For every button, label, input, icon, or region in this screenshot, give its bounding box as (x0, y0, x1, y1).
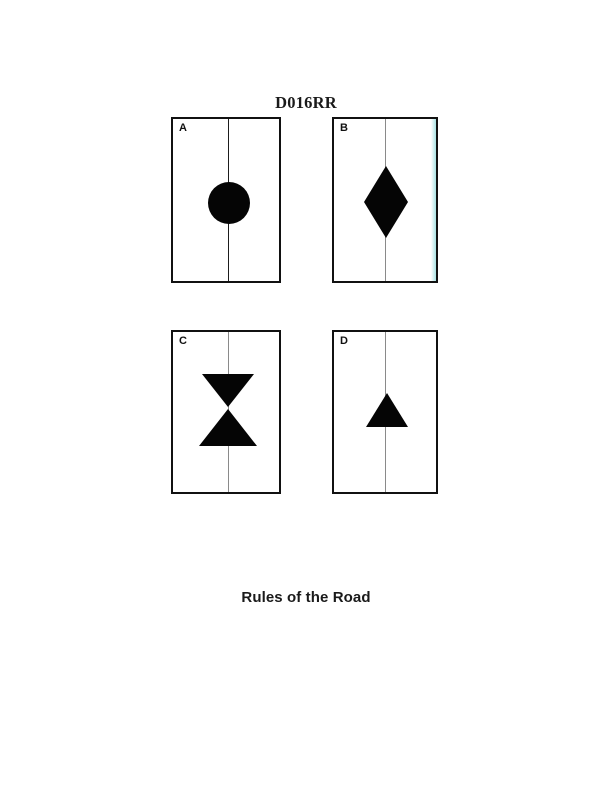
panel-label-d: D (340, 335, 349, 347)
filled-diamond-marking (364, 166, 408, 238)
cyan-edge-fringe (431, 119, 436, 281)
filled-hourglass-marking (199, 374, 257, 446)
panel-a: A (171, 117, 281, 283)
panel-label-b: B (340, 122, 349, 134)
filled-circle-marking (208, 182, 250, 224)
panel-label-c: C (179, 335, 188, 347)
panel-label-a: A (179, 122, 188, 134)
figure-caption: Rules of the Road (241, 589, 371, 606)
panel-d: D (332, 330, 438, 494)
panel-c: C (171, 330, 281, 494)
filled-triangle-up-marking (366, 393, 408, 427)
page-title: D016RR (275, 93, 337, 112)
panel-b: B (332, 117, 438, 283)
